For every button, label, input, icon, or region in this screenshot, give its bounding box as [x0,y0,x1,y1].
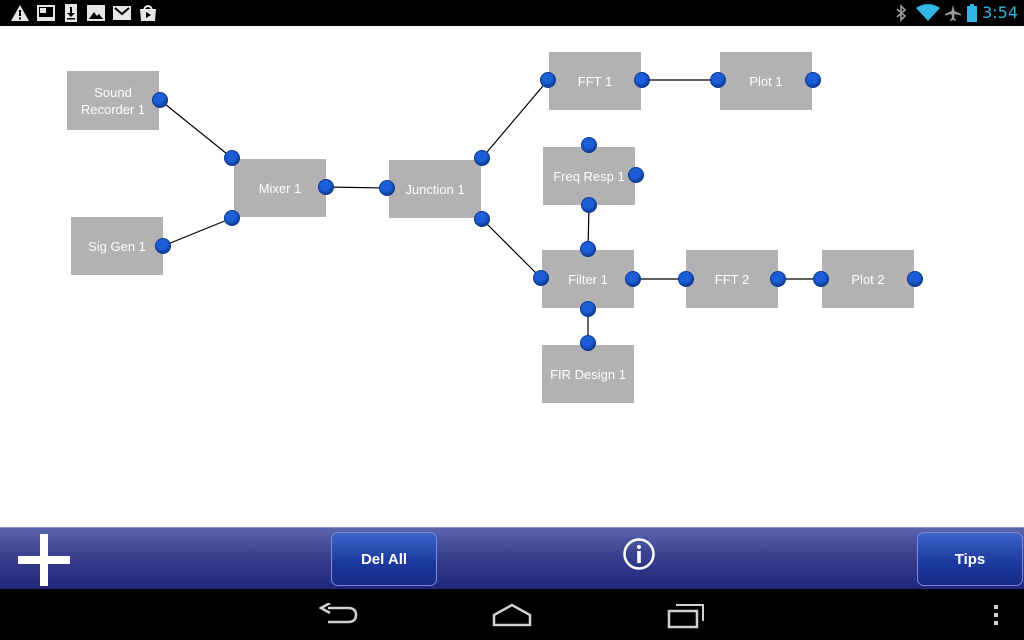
port-sig-gen-out[interactable] [155,238,171,254]
port-fft2-out[interactable] [770,271,786,287]
wire-mixer-junction[interactable] [325,186,388,189]
block-freq-resp-1[interactable]: Freq Resp 1 [543,147,635,205]
wire-junction-filter[interactable] [481,218,542,279]
block-fft-2[interactable]: FFT 2 [686,250,778,308]
port-plot1-out[interactable] [805,72,821,88]
signal-flow-canvas[interactable]: Sound Recorder 1 Sig Gen 1 Mixer 1 Junct… [0,26,1024,527]
block-mixer-1[interactable]: Mixer 1 [234,159,326,217]
port-junction-out-1[interactable] [474,150,490,166]
bottom-toolbar: Del All Tips [0,527,1024,590]
port-junction-in[interactable] [379,180,395,196]
back-icon[interactable] [318,603,358,627]
port-filter-out[interactable] [625,271,641,287]
port-plot2-out[interactable] [907,271,923,287]
wire-sound-recorder-mixer[interactable] [159,99,233,159]
warning-icon [11,5,29,21]
port-fft1-out[interactable] [634,72,650,88]
port-mixer-out[interactable] [318,179,334,195]
block-plot-1[interactable]: Plot 1 [720,52,812,110]
port-freq-resp-top[interactable] [581,137,597,153]
port-filter-bottom[interactable] [580,301,596,317]
navigation-bar [0,589,1024,640]
port-plot1-in[interactable] [710,72,726,88]
port-mixer-in-1[interactable] [224,150,240,166]
port-freq-resp-bottom[interactable] [581,197,597,213]
plus-icon[interactable] [16,532,72,588]
port-freq-resp-right[interactable] [628,167,644,183]
block-junction-1[interactable]: Junction 1 [389,160,481,218]
block-filter-1[interactable]: Filter 1 [542,250,634,308]
recent-apps-icon[interactable] [666,603,706,629]
tips-button[interactable]: Tips [917,532,1023,586]
port-fft2-in[interactable] [678,271,694,287]
block-sound-recorder-1[interactable]: Sound Recorder 1 [67,71,159,130]
block-sig-gen-1[interactable]: Sig Gen 1 [71,217,163,275]
status-clock: 3:54 [982,3,1018,22]
port-junction-out-2[interactable] [474,211,490,227]
port-filter-top[interactable] [580,241,596,257]
port-plot2-in[interactable] [813,271,829,287]
block-fft-1[interactable]: FFT 1 [549,52,641,110]
block-fir-design-1[interactable]: FIR Design 1 [542,345,634,403]
port-mixer-in-2[interactable] [224,210,240,226]
port-fir-top[interactable] [580,335,596,351]
port-sound-recorder-out[interactable] [152,92,168,108]
info-icon[interactable] [622,537,656,571]
screenshot-icon [37,5,55,21]
airplane-mode-icon [945,5,961,21]
play-store-icon [140,5,156,21]
wire-sig-gen-mixer[interactable] [162,217,233,247]
home-icon[interactable] [491,603,533,627]
del-all-button[interactable]: Del All [331,532,437,586]
download-icon [65,4,77,22]
gallery-icon [87,5,105,21]
overflow-menu-icon[interactable] [992,604,1000,626]
bluetooth-icon [896,4,907,22]
wifi-icon [916,4,940,21]
port-fft1-in[interactable] [540,72,556,88]
status-bar: 3:54 [0,0,1024,26]
block-plot-2[interactable]: Plot 2 [822,250,914,308]
gmail-icon [113,6,131,20]
wire-junction-fft1[interactable] [481,79,549,159]
port-filter-in[interactable] [533,270,549,286]
battery-icon [967,4,977,22]
